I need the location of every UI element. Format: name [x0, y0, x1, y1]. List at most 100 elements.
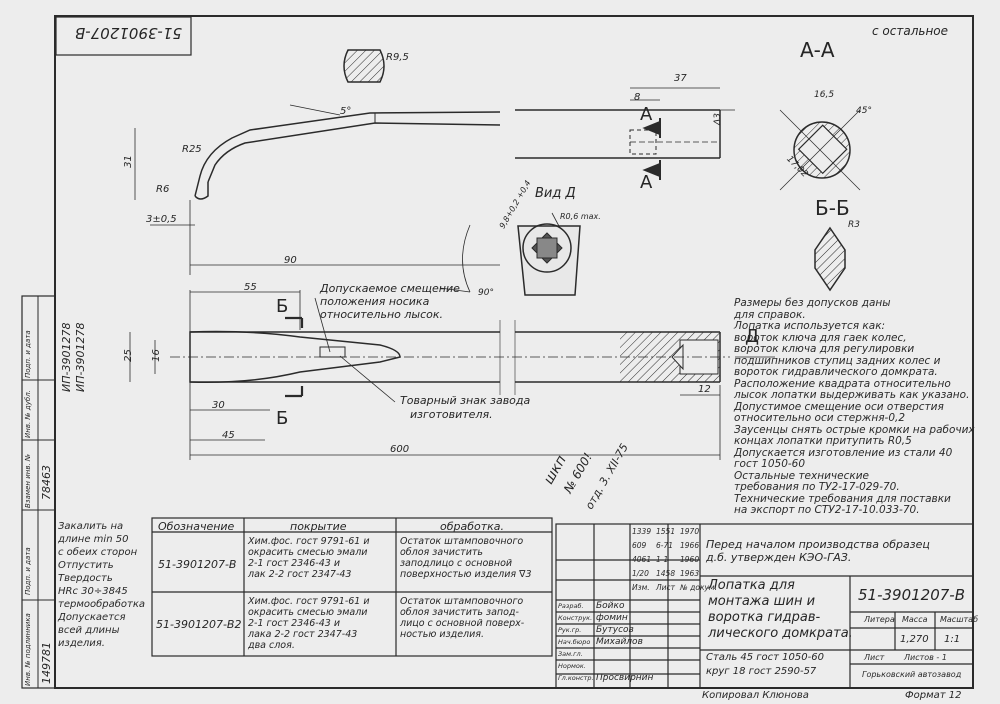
dim-d31: 31: [122, 155, 134, 168]
dim-d3-05: 3±0,5: [146, 214, 177, 225]
general-note-line: Лопатка используется как:: [734, 320, 886, 332]
revision-cell: 1-1: [656, 555, 669, 564]
general-note-line: для справок.: [734, 308, 806, 321]
role-name: Михайлов: [596, 637, 643, 647]
general-note-line: вороток гидравлического домкрата.: [734, 366, 938, 378]
sheet-label: Лист: [864, 653, 885, 662]
coating-row2-code: 51-3901207-В2: [156, 618, 242, 631]
ip-number-1: ИП-3901278: [60, 322, 73, 392]
heat-note-line: Допускается: [58, 612, 126, 623]
revision-cell: Изм.: [632, 583, 650, 592]
margin-repl-label: Взамен инв. №: [24, 453, 32, 508]
title-block-lines: [555, 523, 974, 689]
scale-label: Масштаб: [940, 615, 979, 624]
dim-r06: R0,6 max.: [560, 212, 601, 221]
sheets-label: Листов - 1: [904, 653, 947, 662]
dim-d12: 12: [698, 384, 711, 395]
dim-d55: 55: [244, 282, 257, 293]
ip-number-2: ИП-3901278: [74, 322, 87, 392]
role-name: фомин: [596, 613, 628, 623]
dim-d45: 45: [222, 430, 235, 441]
dim-d16: 16: [150, 349, 162, 362]
dim-d165: 16,5: [814, 90, 835, 100]
role-label: Рук.гр.: [558, 626, 582, 634]
dim-deg5: 5°: [340, 106, 352, 117]
plan-view: [170, 320, 730, 395]
coating-header-coating: покрытие: [290, 520, 347, 533]
heat-note-line: длине min 50: [58, 534, 129, 545]
title-designation: 51-3901207-В: [858, 586, 966, 604]
mass-value: 1,270: [900, 634, 929, 645]
revision-cell: 1339: [632, 527, 652, 536]
dim-r6: R6: [156, 184, 170, 195]
role-name: Просвирнин: [596, 673, 654, 683]
revision-cell: 1/20: [632, 569, 649, 578]
dim-d30: 30: [212, 400, 225, 411]
mass-label: Масса: [902, 615, 928, 624]
production-note-1: Перед началом производства образец: [706, 538, 930, 551]
processing-text: ностью изделия.: [400, 629, 485, 640]
coating-text: два слоя.: [248, 640, 295, 651]
heat-note-line: HRc 30÷3845: [58, 586, 128, 597]
coating-header-processing: обработка.: [440, 520, 505, 533]
company: Горьковский автозавод: [862, 670, 962, 679]
dim-d25: 25: [122, 349, 134, 362]
coating-text: Хим.фос. гост 9791-61 и: [248, 596, 370, 607]
dim-deg90: 90°: [478, 288, 494, 298]
general-note-line: лысок лопатки выдерживать как указано.: [734, 389, 970, 401]
dim-delta3-side: Δ3: [712, 113, 723, 125]
coating-text: окрасить смесью эмали: [248, 607, 368, 618]
general-note-line: на экспорт по СТУ2-17-10.033-70.: [734, 504, 920, 516]
material-1: Сталь 45 гост 1050-60: [706, 652, 824, 663]
general-note-line: Размеры без допусков даны: [734, 297, 891, 309]
role-label: Зам.гл.: [558, 650, 583, 658]
litera-label: Литера: [864, 615, 895, 624]
side-view: [194, 109, 721, 200]
general-note-line: Допустимое смещение оси отверстия: [734, 400, 944, 413]
general-note-line: вороток ключа для регулировки: [734, 343, 915, 355]
section-bb-label: Б-Б: [815, 196, 850, 220]
margin-dup-label: Инв. № дубл.: [24, 390, 32, 438]
coating-text: окрасить смесью эмали: [248, 547, 368, 558]
role-label: Нормок.: [558, 662, 586, 670]
heat-note-line: термообработка: [58, 599, 146, 610]
role-label: Нач.бюро: [558, 638, 591, 646]
role-name: Бутусов: [596, 625, 634, 635]
revision-cell: 1963: [680, 569, 700, 578]
heat-note-line: с обеих сторон: [58, 547, 138, 558]
trademark-note-2: изготовителя.: [410, 408, 493, 421]
general-note-line: гост 1050-60: [734, 458, 806, 470]
coating-table-lines: [151, 517, 553, 657]
role-label: Конструк.: [558, 614, 593, 622]
revision-cell: 6-71: [656, 541, 674, 550]
processing-text: Остаток штамповочного: [400, 596, 524, 607]
trademark-note-1: Товарный знак завода: [400, 394, 531, 407]
offset-note-1: Допускаемое смещение: [320, 282, 460, 295]
part-name-2: монтажа шин и: [708, 594, 816, 609]
format-label: Формат 12: [905, 690, 962, 701]
coating-header-code: Обозначение: [158, 520, 235, 533]
cut-b-bottom: Б: [276, 408, 289, 429]
margin-repl-value: 78463: [40, 465, 53, 500]
section-aa-label: А-А: [800, 38, 835, 62]
general-note-line: Остальные технические: [734, 469, 869, 482]
view-d-arrow: Д: [745, 326, 760, 347]
general-note-line: Технические требования для поставки: [734, 492, 951, 505]
heat-note-line: Закалить на: [58, 521, 124, 532]
general-note-line: концах лопатки притупить R0,5: [734, 435, 912, 447]
material-2: круг 18 гост 2590-57: [706, 666, 817, 677]
cut-a-top: А: [640, 104, 653, 125]
role-name: Бойко: [596, 601, 625, 611]
cut-b-top: Б: [276, 296, 289, 317]
general-note-line: Заусенцы снять острые кромки на рабочих: [734, 423, 975, 436]
processing-text: облоя зачистить: [400, 547, 484, 558]
section-r95: [343, 49, 385, 83]
coating-text: лак 2-2 гост 2347-43: [248, 569, 352, 580]
processing-text: Остаток штамповочного: [400, 536, 524, 547]
revision-cell: 1970: [680, 527, 700, 536]
view-d-label: Вид Д: [535, 186, 576, 201]
general-note-line: вороток ключа для гаек колес,: [734, 331, 907, 344]
